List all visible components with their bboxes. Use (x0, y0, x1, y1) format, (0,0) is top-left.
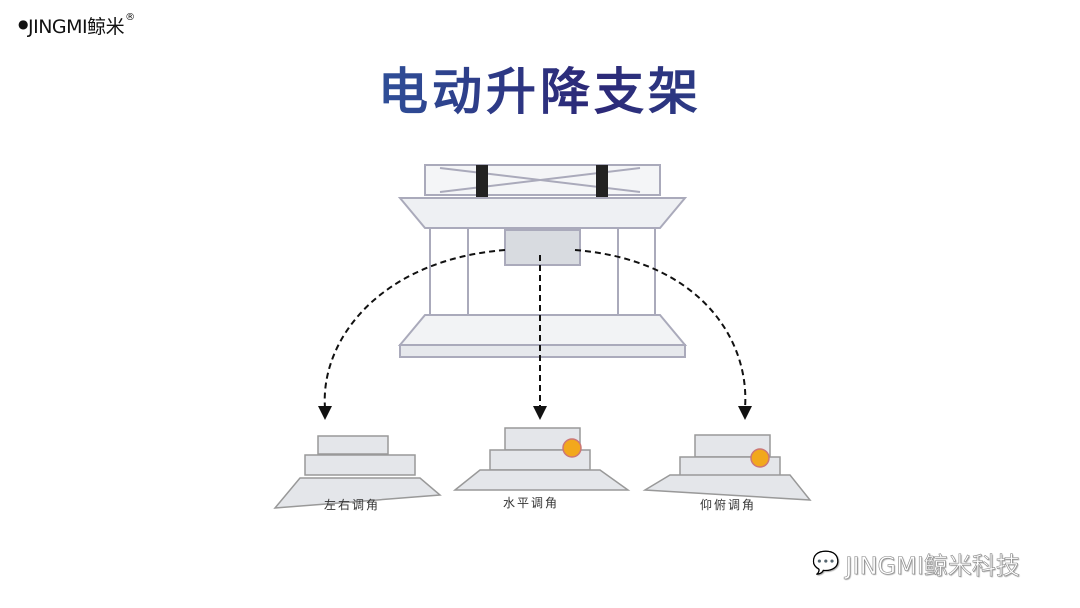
watermark-text: JINGMI鲸米科技 (845, 552, 1020, 581)
brand-logo: ● JINGMI鲸米 ® (18, 12, 135, 39)
label-horizontal-adjust: 水平调角 (503, 496, 560, 510)
page-title: 电动升降支架 (0, 52, 1080, 124)
lift-frame (397, 164, 688, 358)
wechat-icon: 💬 (812, 551, 840, 577)
arrows (323, 249, 747, 409)
mounts (273, 427, 812, 509)
whale-tail-icon: ● (18, 17, 28, 31)
logo-text: JINGMI鲸米 (27, 16, 125, 38)
watermark: 💬 JINGMI鲸米科技 (812, 546, 1021, 581)
label-left-right-adjust: 左右调角 (324, 498, 381, 512)
label-tilt-adjust: 仰俯调角 (700, 498, 757, 512)
arrow-heads (318, 406, 752, 420)
registered-mark: ® (125, 12, 135, 23)
